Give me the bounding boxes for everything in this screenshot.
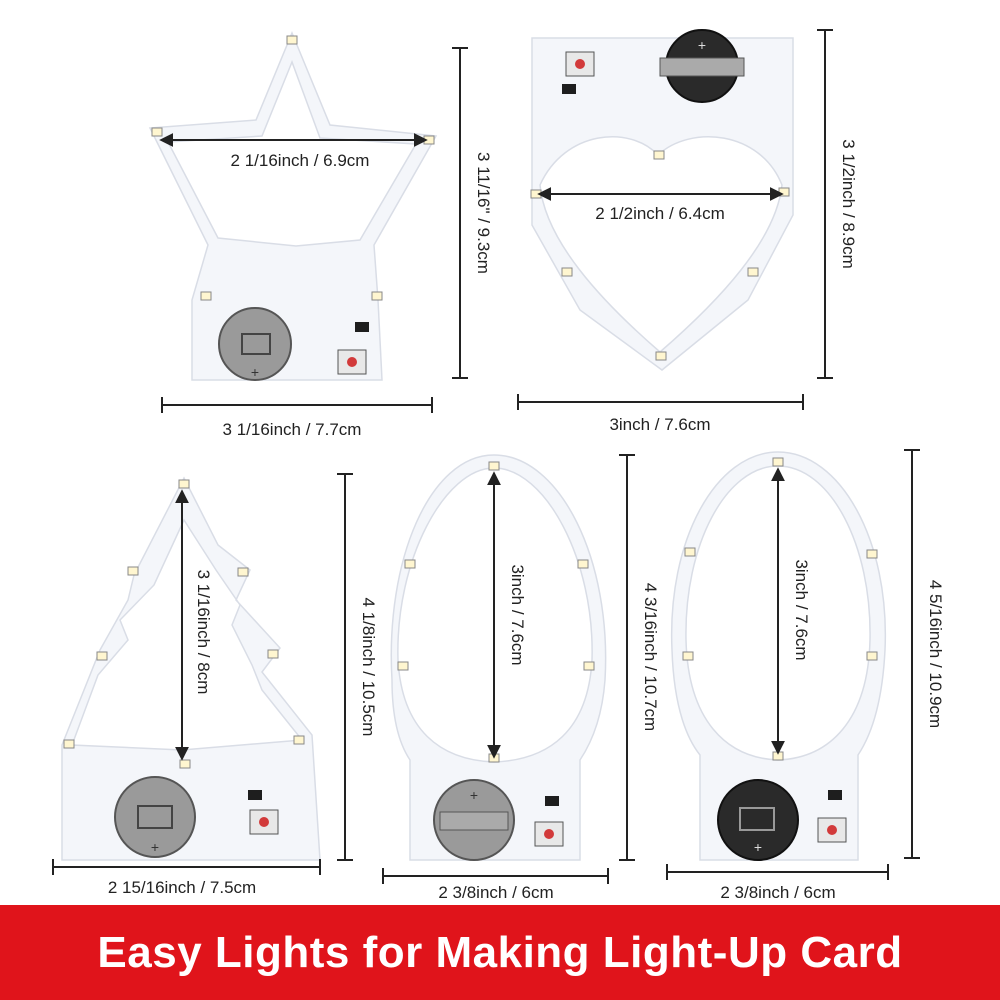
led-icon [772,751,784,761]
led-icon [653,150,665,160]
switch-button-icon [817,817,847,843]
led-icon [682,651,694,661]
star-bottom-label: 3 1/16inch / 7.7cm [223,420,362,439]
chip-icon [828,790,842,800]
svg-text:+: + [151,839,159,855]
star-width-label: 2 1/16inch / 6.9cm [231,151,370,170]
svg-text:+: + [698,37,706,53]
star-light-board: + 2 1/16inch / 6.9cm 3 11/16" / 9.3cm 3 … [148,31,493,439]
tree-height-label: 4 1/8inch / 10.5cm [359,598,378,737]
oval-light-board: + 3inch / 7.6cm 4 5/16inch / 10.9cm 2 3/… [666,449,945,902]
svg-text:+: + [470,787,478,803]
led-icon [655,351,667,361]
svg-text:+: + [754,839,762,855]
coin-battery-icon: + [717,779,799,861]
led-icon [561,267,573,277]
led-icon [397,661,409,671]
led-icon [267,649,279,659]
heart-height-label: 3 1/2inch / 8.9cm [839,139,858,268]
coin-battery-icon: + [114,776,196,858]
led-icon [866,651,878,661]
oval-bottom-label: 2 3/8inch / 6cm [720,883,835,902]
led-icon [237,567,249,577]
banner-title: Easy Lights for Making Light-Up Card [97,927,903,977]
heart-light-board: + 2 1/2inch / 6.4cm 3 1/2inch / 8.9cm 3i… [517,29,858,434]
coin-battery-icon: + [659,29,745,103]
tree-inner-label: 3 1/16inch / 8cm [194,570,213,695]
chip-icon [248,790,262,800]
svg-text:+: + [251,364,259,380]
oval-height-label: 4 5/16inch / 10.9cm [926,580,945,728]
led-icon [151,127,163,137]
led-icon [286,35,298,45]
led-icon [772,457,784,467]
egg-height-label: 4 3/16inch / 10.7cm [641,583,660,731]
switch-button-icon [534,821,564,847]
led-icon [488,461,500,471]
led-icon [423,135,435,145]
led-icon [684,547,696,557]
star-height-label: 3 11/16" / 9.3cm [474,152,493,274]
switch-button-icon [337,349,367,375]
coin-battery-icon: + [433,779,515,861]
egg-bottom-label: 2 3/8inch / 6cm [438,883,553,902]
led-icon [747,267,759,277]
oval-inner-label: 3inch / 7.6cm [792,559,811,660]
led-icon [96,651,108,661]
led-icon [200,291,212,301]
heart-width-label: 2 1/2inch / 6.4cm [595,204,724,223]
egg-light-board: + 3inch / 7.6cm 4 3/16inch / 10.7cm 2 3/… [382,454,660,902]
chip-icon [355,322,369,332]
led-icon [404,559,416,569]
switch-button-icon [565,51,595,77]
chip-icon [562,84,576,94]
led-icon [178,479,190,489]
led-icon [293,735,305,745]
chip-icon [545,796,559,806]
egg-inner-label: 3inch / 7.6cm [508,564,527,665]
led-icon [577,559,589,569]
title-banner: Easy Lights for Making Light-Up Card [0,905,1000,1000]
led-icon [179,759,191,769]
heart-bottom-label: 3inch / 7.6cm [609,415,710,434]
led-icon [530,189,542,199]
tree-bottom-label: 2 15/16inch / 7.5cm [108,878,256,897]
led-icon [63,739,75,749]
led-icon [866,549,878,559]
led-icon [127,566,139,576]
product-photo: + 2 1/16inch / 6.9cm 3 11/16" / 9.3cm 3 … [52,29,945,902]
switch-button-icon [249,809,279,835]
led-icon [583,661,595,671]
coin-battery-icon: + [218,307,292,381]
led-icon [371,291,383,301]
tree-light-board: + 3 1/16inch / 8cm 4 1/8inch / 10.5cm 2 … [52,473,378,897]
